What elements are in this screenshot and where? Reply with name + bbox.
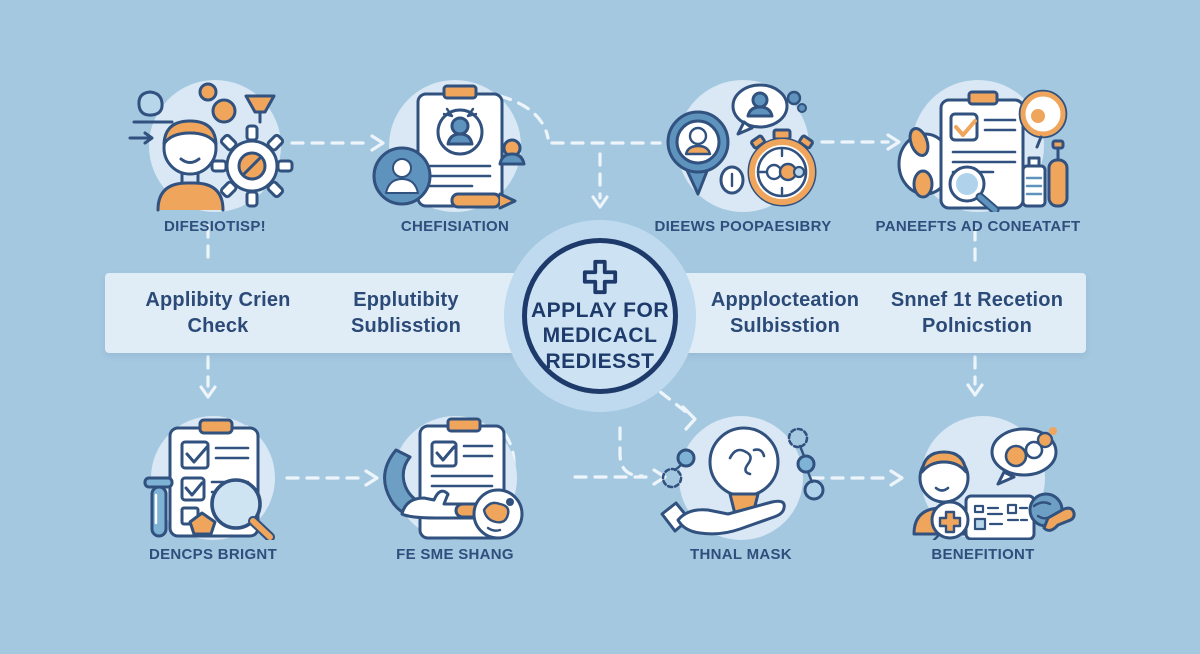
step-top-3: DIEEWS POOPAESIBRY xyxy=(618,80,868,235)
step-bottom-3: THNAL MASK xyxy=(616,416,866,563)
checklist-magnifier-icon xyxy=(143,418,275,540)
step-label: DIFESIOTISP! xyxy=(164,218,266,235)
step-bottom-1: DENCPS BRIGNT xyxy=(88,416,338,563)
phase-label: Applibity Crien Check xyxy=(145,289,291,337)
step-label: PANEEFTS AD CONEATAFT xyxy=(875,218,1081,235)
application-photo-form-icon xyxy=(372,84,526,210)
phase-label: Epplutibity Sublisstion xyxy=(351,289,461,337)
hand-lightbulb-icon xyxy=(660,426,825,536)
center-title: APPLAY FOR MEDICACL REDIESST xyxy=(530,298,670,373)
step-label: FE SME SHANG xyxy=(396,546,514,563)
medical-cross-icon xyxy=(582,259,618,294)
step-label: BENEFITIONT xyxy=(931,546,1035,563)
arrowhead-icons xyxy=(199,133,984,487)
candidate-interview-timer-icon xyxy=(666,83,817,207)
center-badge: APPLAY FOR MEDICACL REDIESST xyxy=(522,238,678,394)
step-top-4: PANEEFTS AD CONEATAFT xyxy=(853,80,1103,235)
step-label: THNAL MASK xyxy=(690,546,792,563)
step-label: DENCPS BRIGNT xyxy=(148,546,278,563)
step-top-1: DIFESIOTISP! xyxy=(90,80,340,235)
step-label: DIEEWS POOPAESIBRY xyxy=(654,218,832,235)
step-bottom-4: BENEFITIONT xyxy=(858,416,1108,563)
form-signing-hand-icon xyxy=(383,417,524,540)
person-settings-icon xyxy=(128,82,294,212)
phase-label: Appplocteation Sulbisstion xyxy=(710,289,860,337)
step-bottom-2: FE SME SHANG xyxy=(330,416,580,563)
step-top-2: CHEFISIATION xyxy=(330,80,580,235)
step-label: CHEFISIATION xyxy=(400,218,510,235)
phase-label: Snnef 1t Recetion Polnicstion xyxy=(890,289,1064,337)
dashed-connectors xyxy=(206,94,977,480)
benefits-consultation-icon xyxy=(912,427,1076,540)
document-inspection-icon xyxy=(897,89,1069,212)
